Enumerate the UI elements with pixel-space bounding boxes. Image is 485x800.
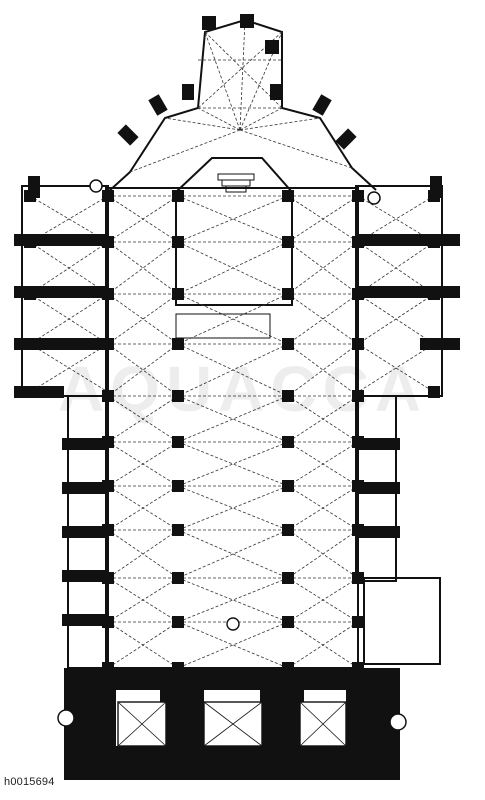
pier <box>352 338 364 350</box>
west-porches <box>117 701 347 747</box>
pier <box>282 616 294 628</box>
vault-rib <box>29 241 109 295</box>
vault-rib <box>287 621 359 669</box>
vault-rib <box>287 343 359 397</box>
vault-rib <box>129 129 241 173</box>
vault-rib <box>287 485 359 531</box>
pier <box>172 480 184 492</box>
pier <box>172 190 184 202</box>
altar <box>217 173 255 193</box>
pier <box>282 338 294 350</box>
pier <box>428 386 440 398</box>
vault-rib <box>357 241 435 295</box>
vault-rib <box>107 529 179 579</box>
vault-rib <box>177 529 289 579</box>
vault-rib <box>287 529 359 579</box>
vault-rib <box>107 577 179 623</box>
vault-rib <box>239 129 353 169</box>
vault-rib <box>177 343 289 397</box>
vault-rib <box>287 343 359 397</box>
pier <box>172 236 184 248</box>
wall-masses <box>14 14 460 780</box>
pier <box>282 288 294 300</box>
vault-rib <box>29 343 109 393</box>
pier <box>102 390 114 402</box>
vault-rib <box>287 577 359 623</box>
vault-rib <box>107 621 179 669</box>
vault-rib <box>239 117 321 131</box>
pier <box>282 236 294 248</box>
vault-rib <box>287 195 359 243</box>
vault-rib <box>287 293 359 345</box>
vault-rib <box>239 19 246 131</box>
pier <box>352 616 364 628</box>
pier <box>172 524 184 536</box>
vault-rib <box>239 31 283 131</box>
vault-rib <box>107 343 179 397</box>
vault-rib <box>107 241 179 295</box>
pier <box>352 572 364 584</box>
image-id-label: h0015694 <box>4 776 55 788</box>
vault-rib <box>287 293 359 345</box>
vault-rib <box>107 395 179 443</box>
vault-rib <box>107 293 179 345</box>
vault-rib <box>204 31 283 109</box>
pier <box>172 572 184 584</box>
vault-rib <box>287 441 359 487</box>
stair-turrets <box>57 179 407 731</box>
baptismal-font <box>226 617 240 631</box>
vault-rib <box>107 485 179 531</box>
vault-rib <box>107 343 179 397</box>
pier <box>102 190 114 202</box>
vault-rib <box>29 293 109 345</box>
vault-rib <box>197 31 283 109</box>
pier <box>172 390 184 402</box>
vault-rib <box>107 195 179 243</box>
vault-rib <box>287 241 359 295</box>
pier <box>172 616 184 628</box>
vault-rib <box>239 107 283 131</box>
vault-rib <box>177 293 289 345</box>
vault-rib <box>107 441 179 487</box>
pier <box>282 436 294 448</box>
vault-rib <box>107 241 179 295</box>
choir-screen <box>175 313 271 339</box>
vault-rib <box>107 293 179 345</box>
vault-rib <box>287 241 359 295</box>
pier <box>282 390 294 402</box>
vault-rib <box>177 241 289 295</box>
pier <box>352 190 364 202</box>
pier <box>172 338 184 350</box>
pier <box>282 524 294 536</box>
pier <box>282 480 294 492</box>
vault-ribs <box>29 19 435 669</box>
pier <box>282 572 294 584</box>
vault-rib <box>204 31 241 131</box>
vault-rib <box>287 395 359 443</box>
pier <box>282 190 294 202</box>
vault-rib <box>357 293 435 345</box>
pier <box>352 390 364 402</box>
piers <box>24 190 440 674</box>
vault-rib <box>164 117 241 131</box>
pier <box>172 288 184 300</box>
pier <box>172 436 184 448</box>
vault-rib <box>197 107 241 131</box>
